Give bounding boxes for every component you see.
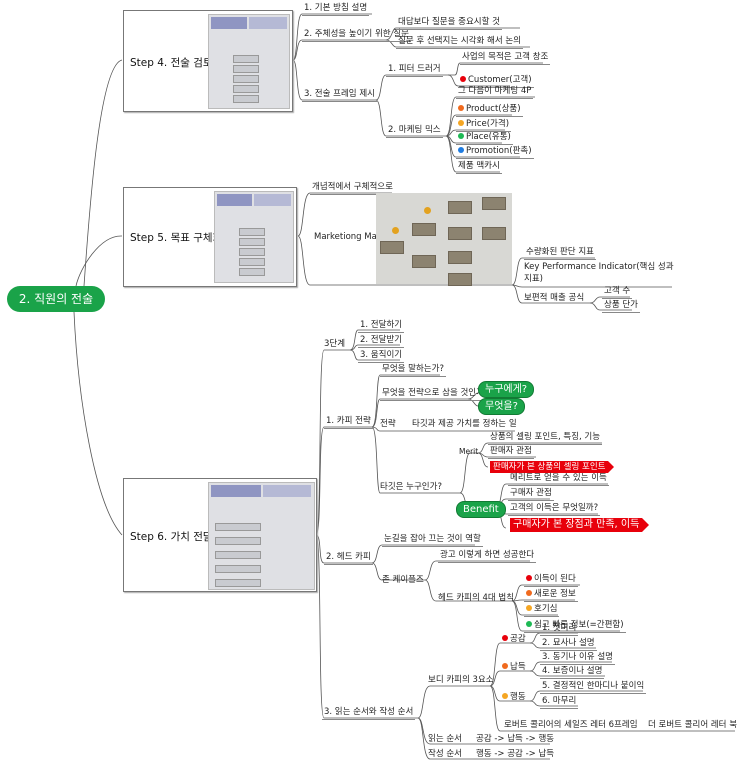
merit-node[interactable]: Merit [459,447,479,456]
step4-item-2[interactable]: 2. 주체성을 높이기 위한 질문 [302,28,411,42]
mix-item-2[interactable]: Product(상품) [456,103,523,117]
pill-what[interactable]: 무엇을? [478,398,525,415]
stage-3[interactable]: 3. 움직이기 [358,349,405,363]
benefit-item-1[interactable]: 메리트로 얻을 수 있는 이득 [508,472,609,486]
root-node[interactable]: 2. 직원의 전술 [7,286,105,312]
writing-order-note: 행동 -> 공감 -> 납득 [476,749,555,759]
mix-item-3[interactable]: Price(가격) [456,118,512,132]
priority-2-icon [502,662,508,669]
empathy-node[interactable]: 공감 [502,633,526,645]
kpi-item-2[interactable]: Key Performance Indicator(핵심 성과 지표) [524,262,674,284]
merit-highlight[interactable]: 판매자가 본 상품의 셀링 포인트 [490,461,615,473]
step6-thumbnail [208,482,315,590]
merit-item-2[interactable]: 판매자 관점 [488,445,534,459]
collier-note: 더 로버트 콜리어 레터 북 [648,720,738,730]
writing-order-node[interactable]: 작성 순서 [428,749,462,759]
reading-order-note: 공감 -> 납득 -> 행동 [476,734,555,744]
stage-1[interactable]: 1. 전달하기 [358,319,405,333]
drucker-node[interactable]: 1. 피터 드러거 [386,63,443,77]
step4-thumbnail [208,14,290,109]
step4-item-3[interactable]: 3. 전술 프레임 제시 [302,88,377,102]
head-copy-item-1[interactable]: 눈길을 잡아 끄는 것이 역할 [382,533,483,547]
priority-3-icon [502,692,508,699]
step5-label: Step 5. 목표 구체화 [130,232,223,244]
step4-node[interactable]: Step 4. 전술 검토 [123,10,293,112]
law-4[interactable]: 쉽고 빠른 정보(=간편함) [524,619,626,633]
head-copy-node[interactable]: 2. 헤드 카피 [324,551,373,565]
kpi-item-1[interactable]: 수량화된 판단 지표 [524,246,596,260]
copy-strategy-node[interactable]: 1. 카피 전략 [324,415,373,429]
persuasion-item-1[interactable]: 3. 동기나 이유 설명 [540,651,615,665]
law-1[interactable]: 이득이 된다 [524,573,578,587]
sales-formula-item-2[interactable]: 상품 단가 [602,299,640,313]
action-item-2[interactable]: 6. 마무리 [540,695,579,709]
step5-item-1[interactable]: 개념적에서 구체적으로 [310,181,395,195]
priority-1-icon [526,574,532,581]
benefit-item-2[interactable]: 구매자 관점 [508,487,554,501]
target-node[interactable]: 타깃은 누구인가? [380,482,442,492]
pill-to-whom[interactable]: 누구에게? [478,381,535,398]
collier-node[interactable]: 로버트 콜리어의 세일즈 레터 6프레임 [504,720,638,730]
mix-item-4[interactable]: Place(유통) [456,131,513,145]
copy-strategy-item-2[interactable]: 무엇을 전략으로 삼을 것인가? [380,387,491,401]
marketing-matrix-node[interactable]: Marketiong Matrix [314,232,392,242]
empathy-item-1[interactable]: 1. 첫머리 [540,622,579,636]
sales-formula-node[interactable]: 보편적 매출 공식 [524,293,585,303]
mix-item-5[interactable]: Promotion(판촉) [456,145,534,159]
caples-item-1[interactable]: 광고 이렇게 하면 성공한다 [438,549,537,563]
empathy-item-2[interactable]: 2. 묘사나 설명 [540,637,597,651]
four-laws-node[interactable]: 헤드 카피의 4대 법칙 [438,593,515,603]
priority-2-icon [526,589,532,596]
priority-4-icon [526,620,532,627]
step4-item-2-2[interactable]: 질문 후 선택지는 시각화 해서 논의 [396,35,523,49]
body-copy-node[interactable]: 보디 카피의 3요소 [428,675,494,685]
john-caples-node[interactable]: 존 케이플즈 [382,575,424,585]
priority-2-icon [458,119,464,126]
priority-3-icon [458,132,464,139]
root-label: 2. 직원의 전술 [18,292,94,306]
reading-order-node[interactable]: 읽는 순서 [428,734,462,744]
merit-item-1[interactable]: 상품의 셀링 포인트, 특징, 기능 [488,431,603,445]
stage-2[interactable]: 2. 전달받기 [358,334,405,348]
step6-label: Step 6. 가치 전달 [130,531,213,543]
step4-item-1[interactable]: 1. 기본 방침 설명 [302,2,370,16]
action-node[interactable]: 행동 [502,691,526,703]
law-2[interactable]: 새로운 정보 [524,588,578,602]
reading-writing-node[interactable]: 3. 읽는 순서와 작성 순서 [322,706,416,720]
drucker-item-1[interactable]: 사업의 목적은 고객 창조 [460,51,551,65]
sales-formula-item-1[interactable]: 고객 수 [602,285,633,299]
step4-label: Step 4. 전술 검토 [130,57,213,69]
priority-3-icon [526,604,532,611]
priority-1-icon [458,104,464,111]
benefit-highlight[interactable]: 구매자가 본 장점과 만족, 이득 [510,518,650,532]
action-item-1[interactable]: 5. 결정적인 한마디나 붙이익 [540,680,647,694]
persuasion-item-2[interactable]: 4. 보증이나 설명 [540,665,605,679]
mix-item-1[interactable]: 그 다음이 마케팅 4P [456,85,534,99]
three-stages-node[interactable]: 3단계 [324,339,346,349]
mix-item-6[interactable]: 제품 맥카시 [456,160,502,174]
copy-strategy-item-1[interactable]: 무엇을 말하는가? [380,363,446,377]
priority-1-icon [502,634,508,641]
strategy-note: 타깃과 제공 가치를 정하는 일 [412,419,517,429]
step5-thumbnail [214,191,294,283]
strategy-node[interactable]: 전략 [380,419,396,429]
benefit-node[interactable]: Benefit [456,501,506,518]
persuasion-node[interactable]: 납득 [502,661,526,673]
drucker-item-2[interactable]: Customer(고객) [458,74,534,88]
law-3[interactable]: 호기심 [524,603,560,617]
priority-1-icon [460,75,466,82]
benefit-item-3[interactable]: 고객의 이득은 무엇일까? [508,502,601,516]
step5-node[interactable]: Step 5. 목표 구체화 [123,187,297,287]
step4-item-2-1[interactable]: 대답보다 질문을 중요시할 것 [396,16,502,30]
marketing-mix-node[interactable]: 2. 마케팅 믹스 [386,124,443,138]
step6-node[interactable]: Step 6. 가치 전달 [123,478,317,592]
priority-4-icon [458,146,464,153]
marketing-matrix-image [376,193,512,286]
